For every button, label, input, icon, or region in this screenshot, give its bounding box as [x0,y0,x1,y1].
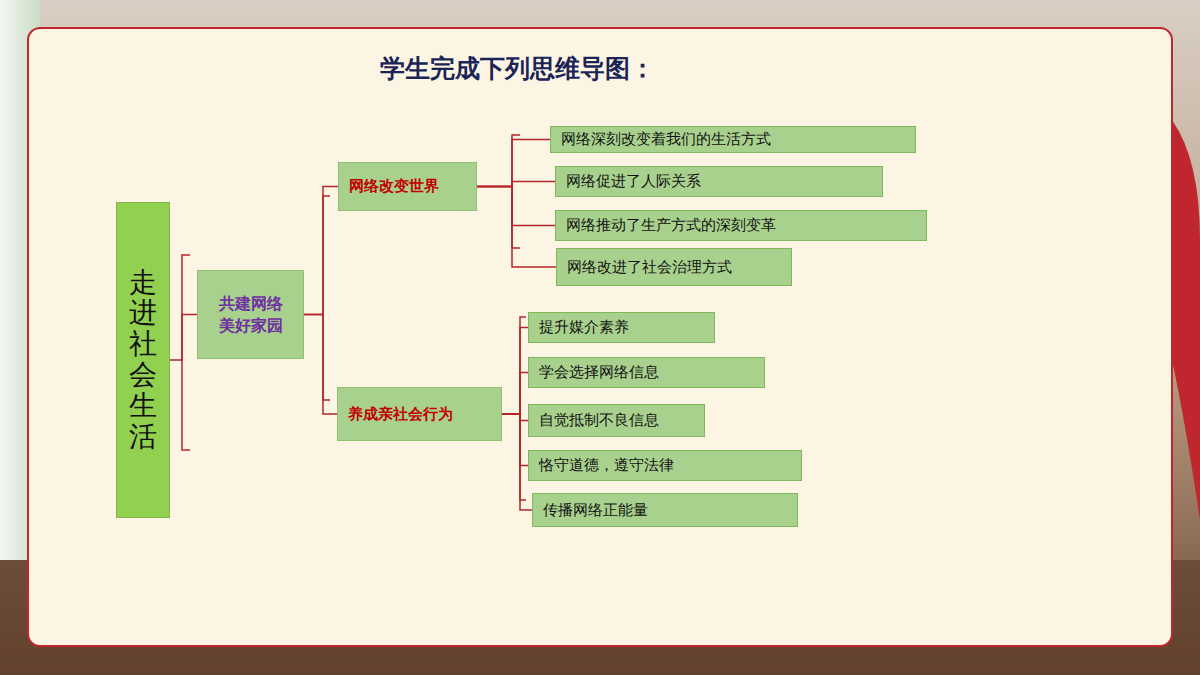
leaf-box: 网络促进了人际关系 [555,166,883,197]
node-label: 网络推动了生产方式的深刻变革 [566,216,776,235]
root-box: 走进社会生活 [116,202,170,518]
node-label: 提升媒介素养 [539,318,629,337]
bracket [520,317,526,500]
node-label: 恪守道德，遵守法律 [539,456,674,475]
branch-box: 网络改变世界 [338,162,477,211]
panel [28,28,1172,646]
connector [477,187,556,268]
bracket [512,135,520,248]
connector [304,187,338,315]
leaf-box: 网络改进了社会治理方式 [556,248,792,286]
leaf-box: 传播网络正能量 [532,493,798,527]
node-label: 共建网络美好家园 [218,293,284,336]
leaf-box: 网络推动了生产方式的深刻变革 [555,210,927,241]
connector [477,187,555,226]
node-label: 网络促进了人际关系 [566,172,701,191]
node-label: 网络深刻改变着我们的生活方式 [561,130,771,149]
leaf-box: 网络深刻改变着我们的生活方式 [550,126,916,153]
connector [502,414,528,421]
connector [477,140,550,187]
topic-box: 共建网络美好家园 [197,270,304,359]
leaf-box: 学会选择网络信息 [528,357,765,388]
leaf-box: 恪守道德，遵守法律 [528,450,802,481]
vertical-label: 走进社会生活 [129,268,157,453]
red-ribbon [1172,120,1200,520]
leaf-box: 提升媒介素养 [528,312,715,343]
connector [502,414,528,466]
bracket [323,196,330,400]
node-label: 养成亲社会行为 [348,405,453,424]
connector [502,328,528,415]
bracket [182,255,190,450]
title: 学生完成下列思维导图： [380,52,655,85]
node-label: 传播网络正能量 [543,501,648,520]
connector [304,315,337,415]
leaf-box: 自觉抵制不良信息 [528,404,705,437]
node-label: 学会选择网络信息 [539,363,659,382]
connector [502,373,528,415]
connector [170,315,197,361]
node-label: 网络改进了社会治理方式 [567,258,732,277]
branch-box: 养成亲社会行为 [337,387,502,441]
node-label: 网络改变世界 [349,177,439,196]
node-label: 自觉抵制不良信息 [539,411,659,430]
